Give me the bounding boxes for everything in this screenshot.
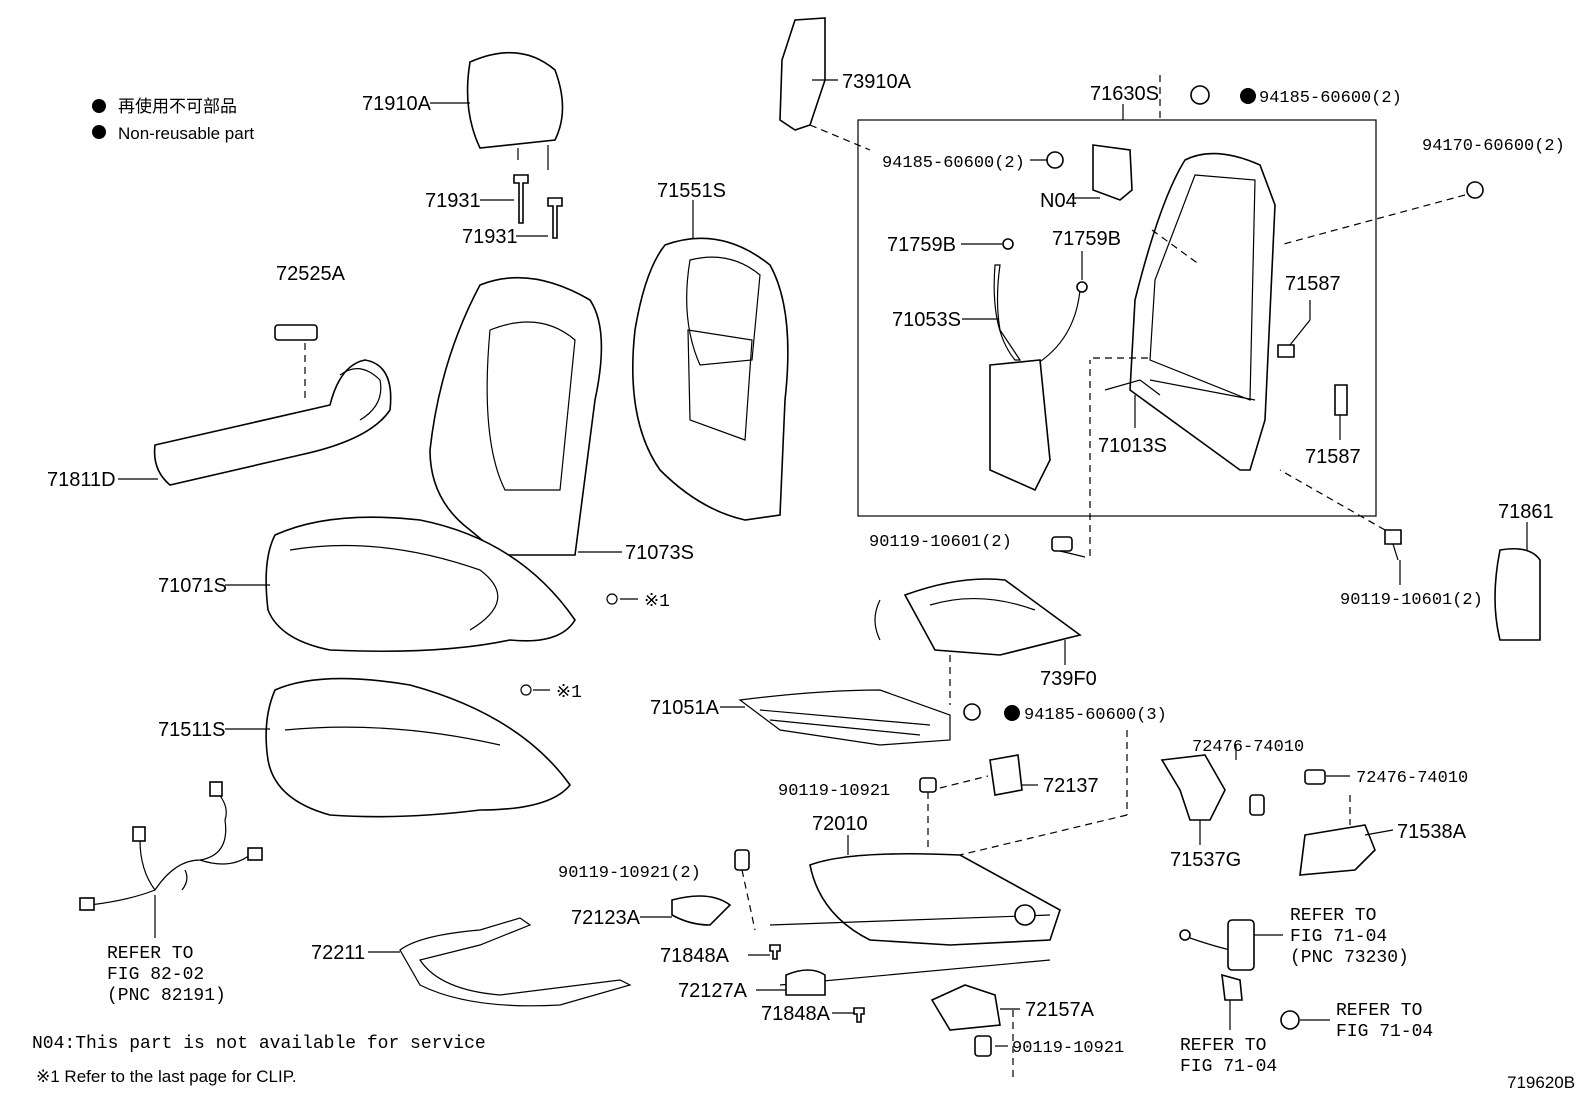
part-label: 71931 [425, 190, 481, 212]
nut-heater: 94185-60600(3) [959, 703, 1167, 856]
footnote-n04: N04:This part is not available for servi… [32, 1034, 486, 1054]
belt-bracket: 72476-74010 71538A [1299, 769, 1468, 876]
ref-line: (PNC 82191) [107, 986, 226, 1006]
ref-line: FIG 71-04 [1290, 927, 1387, 947]
knob-cover: 72137 [989, 754, 1099, 797]
ref-line: REFER TO [1290, 906, 1376, 926]
belt-anchor: 72476-74010 71537G [1160, 738, 1304, 871]
seat-belt-buckle: REFER TO FIG 71-04 (PNC 73230) [1179, 906, 1409, 971]
nut-top: 94185-60600(2) [1159, 75, 1402, 120]
bolt-recliner: 90119-10921 [974, 1035, 1124, 1058]
part-label: 71051A [650, 697, 720, 719]
footnote-clip: ※1 Refer to the last page for CLIP. [36, 1067, 297, 1086]
rail-cover-front: 72123A [571, 895, 732, 929]
part-label: 71811D [47, 469, 116, 491]
part-label: 73910A [842, 71, 912, 93]
part-label: 71848A [761, 1003, 831, 1025]
part-label: 739F0 [1040, 668, 1097, 690]
nut-right: 94170-60600(2) [1279, 137, 1565, 246]
part-label: 94185-60600(3) [1024, 706, 1167, 725]
legend-english: Non-reusable part [118, 124, 254, 143]
part-label: 94185-60600(2) [882, 154, 1025, 173]
part-label: 72157A [1025, 999, 1095, 1021]
belt-nut: REFER TO FIG 71-04 [1280, 1001, 1433, 1042]
clip-mark: ※1 [556, 683, 582, 703]
ref-line: REFER TO [107, 944, 193, 964]
side-shield: 71811D 72525A [47, 263, 392, 491]
ref-line: REFER TO [1180, 1036, 1266, 1056]
seat-spring: 71051A [650, 689, 951, 746]
part-label: 71759B [1052, 228, 1121, 250]
clip-rail-b: 71848A [761, 1003, 865, 1025]
part-label: 71861 [1498, 501, 1554, 523]
headrest: 71910A [362, 51, 564, 170]
belt-plate: REFER TO FIG 71-04 [1180, 973, 1277, 1077]
recliner-cover: 72157A [930, 984, 1095, 1080]
part-label: 90119-10921(2) [558, 864, 701, 883]
part-label: 71053S [892, 309, 961, 331]
ref-line: (PNC 73230) [1290, 948, 1409, 968]
part-label: 71538A [1397, 821, 1467, 843]
bolt-left: 90119-10601(2) [869, 360, 1091, 558]
non-reusable-dot-icon [92, 125, 106, 139]
part-label: 72127A [678, 980, 748, 1002]
seatback-cover: 71551S [631, 180, 789, 521]
part-label: 72010 [812, 813, 868, 835]
clip-mark: ※1 [644, 592, 670, 612]
part-label: 71073S [625, 542, 694, 564]
part-label: 71587 [1285, 273, 1341, 295]
non-reusable-dot-icon [1004, 705, 1020, 721]
part-label: 94170-60600(2) [1422, 137, 1565, 156]
rail-cover-rear: 72127A [678, 969, 826, 1002]
part-label: 94185-60600(2) [1259, 89, 1402, 108]
part-label: 71910A [362, 93, 432, 115]
adjust-rod: 72211 [311, 917, 632, 1007]
bolt-rail: 90119-10921(2) [558, 849, 756, 931]
ref-line: FIG 82-02 [107, 965, 204, 985]
part-label: 72137 [1043, 775, 1099, 797]
part-label: N04 [1040, 190, 1077, 212]
ref-line: REFER TO [1336, 1001, 1422, 1021]
part-label: 71587 [1305, 446, 1361, 468]
bolt-knob: 90119-10921 [778, 775, 989, 850]
part-label: 90119-10921 [778, 782, 890, 801]
ref-line: FIG 71-04 [1180, 1057, 1277, 1077]
wire-harness: REFER TO FIG 82-02 (PNC 82191) [79, 781, 263, 1006]
side-cover: 71861 [1494, 501, 1554, 641]
clip-rail-a: 71848A [660, 944, 781, 967]
part-label: 71848A [660, 945, 730, 967]
part-label: 90119-10921 [1012, 1039, 1124, 1058]
part-label: 90119-10601(2) [1340, 591, 1483, 610]
seatback-board: 73910A [779, 17, 912, 151]
part-label: 72525A [276, 263, 346, 285]
part-label: 90119-10601(2) [869, 533, 1012, 552]
part-label: 72476-74010 [1356, 769, 1468, 788]
part-label: 71759B [887, 234, 956, 256]
part-label: 72123A [571, 907, 641, 929]
figure-id: 719620B [1507, 1073, 1575, 1092]
part-label: 71511S [158, 719, 225, 741]
part-label: 71013S [1098, 435, 1167, 457]
part-label: 71071S [158, 575, 227, 597]
ref-line: FIG 71-04 [1336, 1022, 1433, 1042]
part-label: 72211 [311, 942, 365, 964]
cushion-cover: 71071S ※1 [158, 516, 670, 653]
headrest-guide: 71931 71931 [425, 174, 563, 248]
part-label: 72476-74010 [1192, 738, 1304, 757]
non-reusable-dot-icon [1240, 88, 1256, 104]
part-label: 71551S [657, 180, 726, 202]
part-label: 71630S [1090, 83, 1159, 105]
non-reusable-dot-icon [92, 99, 106, 113]
legend: 再使用不可部品 Non-reusable part [92, 96, 254, 143]
part-label: 71537G [1170, 849, 1241, 871]
part-label: 71931 [462, 226, 518, 248]
seat-adjuster: 72010 [769, 813, 1061, 986]
seat-heater: 739F0 [874, 578, 1097, 705]
legend-japanese: 再使用不可部品 [118, 96, 237, 116]
bolt-right: 90119-10601(2) [1279, 469, 1483, 610]
cushion-pad: 71511S ※1 [158, 677, 582, 818]
frame-assembly: 71630S 94185-60600(2) N04 71759B 71759B … [857, 83, 1377, 517]
